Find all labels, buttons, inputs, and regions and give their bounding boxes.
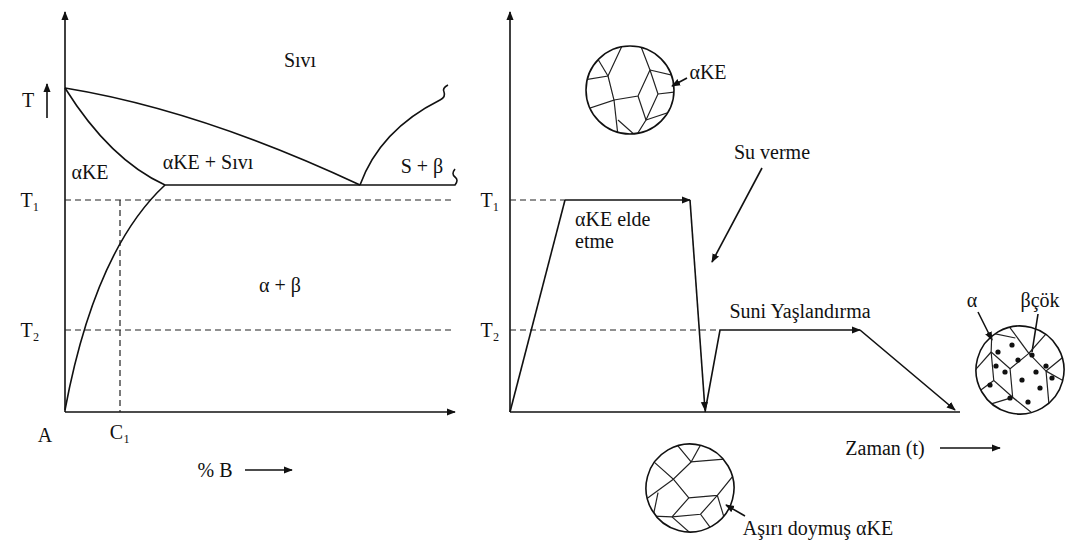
quench-line [690,200,705,410]
microstructure-circle [957,307,1083,433]
axis-label: T₁ [480,189,499,211]
axis-label: T₂ [480,319,499,341]
axis-arrow [245,469,292,471]
callout-label: Aşırı doymuş αKE [743,517,893,539]
temperature-line [510,329,720,330]
solidus-line [65,88,165,185]
axis-label: C₁ [110,421,130,443]
temperature-line [65,329,455,330]
callout-label: α [967,289,977,311]
liquidus-line [360,85,448,185]
axis-label: T [22,89,34,111]
phase-label: S + β [401,155,444,177]
composition-axis [65,411,455,413]
axis-arrow [940,447,1000,449]
phase-label: Sıvı [284,49,316,71]
phase-label: αKE + Sıvı [163,151,254,173]
microstructure-circle [627,425,753,547]
leader-arrow [712,168,762,262]
phase-label: α + β [259,274,301,296]
axis-label: T₂ [20,319,39,341]
composition-line [119,200,120,412]
axis-label: A [38,424,52,446]
axis-label: Zaman (t) [845,437,924,459]
hold-line [565,199,690,201]
callout-label: αKE [689,61,726,83]
liquidus-line [65,88,360,185]
aging-line [705,330,860,412]
solvus-line [65,185,165,410]
cooling-line [860,330,955,410]
temperature-axis [64,12,66,412]
temperature-line [65,199,455,200]
phase-label: αKE [71,161,108,183]
heating-line [510,200,565,412]
time-axis [510,411,960,413]
heat-treatment-chart [510,12,1083,547]
step-label: Suni Yaşlandırma [729,300,870,322]
precipitate-dots [987,342,1054,404]
microstructure-circle [584,44,676,136]
axis-label: T₁ [20,189,39,211]
callout-label: βçök [1020,289,1059,311]
step-label: Su verme [734,141,810,163]
temperature-line [510,199,565,200]
axis-label: % B [198,459,233,481]
leader-arrow [726,505,745,516]
step-label: αKE elde etme [575,208,657,252]
phase-diagram [47,12,457,470]
axis-arrow [46,84,48,118]
leader-arrow [978,312,992,340]
temperature-axis [509,12,511,412]
